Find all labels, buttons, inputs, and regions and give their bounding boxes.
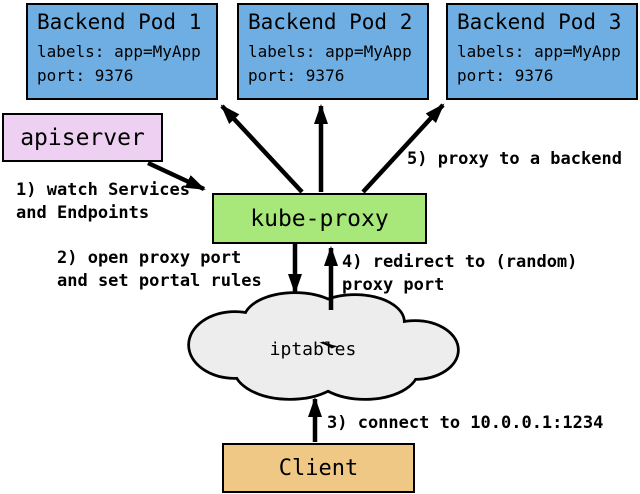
apiserver-box: apiserver bbox=[2, 113, 163, 162]
client-box: Client bbox=[222, 443, 415, 493]
backend-pod-3-labels: labels: app=MyApp bbox=[457, 42, 621, 61]
annotation-step-2: 2) open proxy port and set portal rules bbox=[57, 247, 262, 293]
client-label: Client bbox=[278, 455, 359, 481]
annotation-step-4-line-2: proxy port bbox=[342, 275, 445, 295]
annotation-step-4-line-1: 4) redirect to (random) bbox=[342, 252, 578, 272]
kube-proxy-label: kube-proxy bbox=[250, 205, 389, 232]
backend-pod-2-port: port: 9376 bbox=[248, 66, 345, 85]
backend-pod-2-box: Backend Pod 2 labels: app=MyApp port: 93… bbox=[237, 3, 429, 100]
backend-pod-1-labels: labels: app=MyApp bbox=[37, 42, 201, 61]
kube-proxy-box: kube-proxy bbox=[212, 193, 427, 244]
backend-pod-2-title: Backend Pod 2 bbox=[248, 10, 413, 34]
annotation-step-5: 5) proxy to a backend bbox=[407, 148, 622, 171]
annotation-step-1-line-1: 1) watch Services bbox=[16, 180, 190, 200]
annotation-step-4: 4) redirect to (random) proxy port bbox=[342, 251, 577, 297]
annotation-step-2-line-1: 2) open proxy port bbox=[57, 248, 242, 268]
backend-pod-3-title: Backend Pod 3 bbox=[457, 10, 622, 34]
annotation-step-3: 3) connect to 10.0.0.1:1234 bbox=[327, 412, 603, 435]
backend-pod-1-title: Backend Pod 1 bbox=[37, 10, 202, 34]
backend-pod-2-labels: labels: app=MyApp bbox=[248, 42, 412, 61]
apiserver-label: apiserver bbox=[20, 124, 145, 151]
annotation-step-1-line-2: and Endpoints bbox=[16, 203, 150, 223]
annotation-step-1: 1) watch Services and Endpoints bbox=[16, 179, 190, 225]
annotation-step-5-line-1: 5) proxy to a backend bbox=[407, 149, 622, 169]
backend-pod-1-port: port: 9376 bbox=[37, 66, 134, 85]
backend-pod-3-port: port: 9376 bbox=[457, 66, 554, 85]
backend-pod-1-box: Backend Pod 1 labels: app=MyApp port: 93… bbox=[26, 3, 218, 100]
backend-pod-3-box: Backend Pod 3 labels: app=MyApp port: 93… bbox=[446, 3, 638, 100]
annotation-step-3-line-1: 3) connect to 10.0.0.1:1234 bbox=[327, 413, 604, 433]
annotation-step-2-line-2: and set portal rules bbox=[57, 271, 262, 291]
arrow-kube-proxy-to-pod-1 bbox=[220, 104, 304, 194]
iptables-label: iptables bbox=[269, 339, 357, 360]
